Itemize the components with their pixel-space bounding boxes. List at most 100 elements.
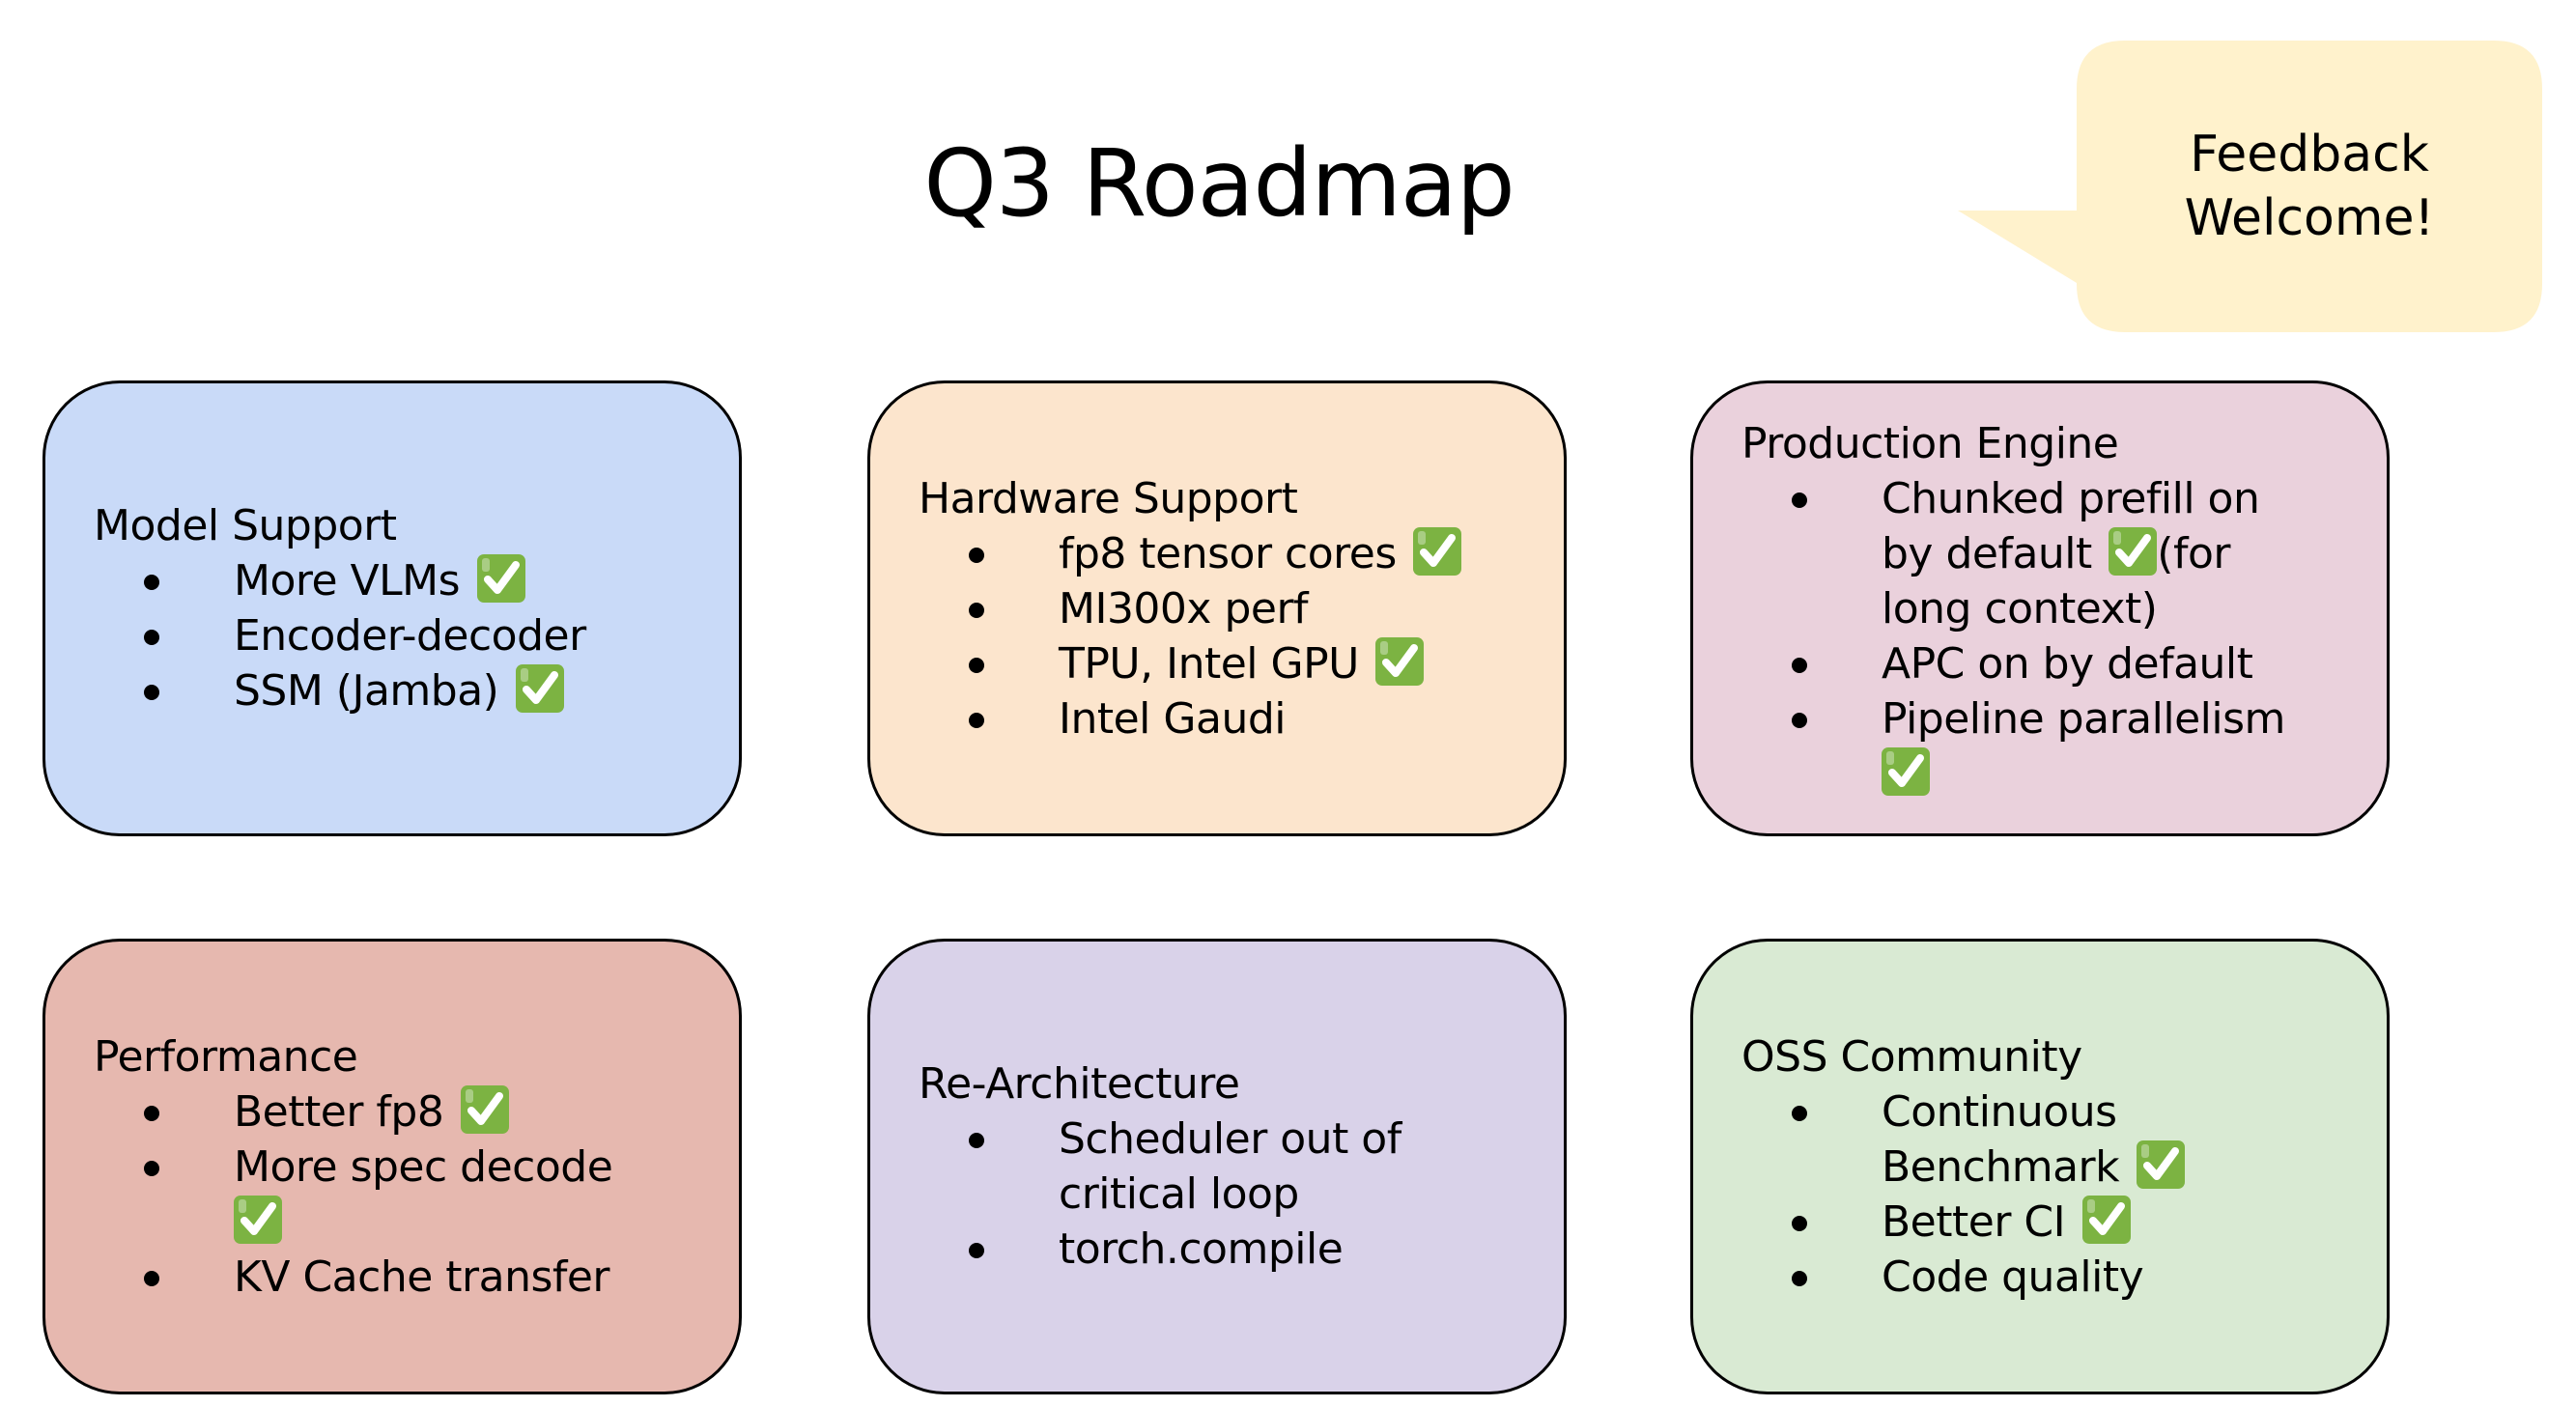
list-item: Encoder-decoder [94, 608, 720, 663]
list-item: KV Cache transfer [94, 1250, 720, 1305]
list-item-line: Continuous [1882, 1084, 2367, 1140]
list-item-text: Continuous [1882, 1086, 2117, 1137]
list-item-line: Chunked prefill on [1882, 471, 2367, 526]
check-mark-icon [515, 664, 564, 713]
card-title: Model Support [94, 501, 397, 550]
list-item-line: More VLMs [234, 553, 720, 608]
list-item-line: Encoder-decoder [234, 608, 720, 663]
check-mark-icon [2081, 1195, 2131, 1244]
list-item-text: Chunked prefill on [1882, 473, 2260, 523]
bullet-icon [1792, 712, 1807, 728]
list-item-text: Benchmark [1882, 1141, 2120, 1192]
list-item-text: Better fp8 [234, 1086, 444, 1137]
speech-bubble-shape [1958, 41, 2542, 332]
bullet-icon [1792, 1270, 1807, 1286]
bullet-icon [144, 685, 159, 700]
bullet-icon [969, 1133, 984, 1148]
bullet-icon [969, 657, 984, 673]
list-item-text: by default [1882, 528, 2092, 578]
list-item-text: SSM (Jamba) [234, 666, 499, 716]
check-mark-icon [1882, 746, 1930, 796]
list-item: torch.compile [919, 1222, 1544, 1277]
list-item-line: fp8 tensor cores [1059, 526, 1544, 581]
list-item-text: KV Cache transfer [234, 1252, 610, 1302]
bullet-icon [1792, 657, 1807, 673]
check-mark-icon [234, 1195, 282, 1244]
list-item: Better CI [1741, 1195, 2367, 1250]
list-item-line: MI300x perf [1059, 581, 1544, 636]
list-item-line: Code quality [1882, 1250, 2367, 1305]
list-item-text: MI300x perf [1059, 583, 1309, 633]
check-mark-icon [1375, 636, 1425, 686]
check-mark-icon [1413, 526, 1462, 576]
callout-line: Welcome! [2184, 189, 2435, 247]
list-item-line: KV Cache transfer [234, 1250, 720, 1305]
list-item-line: Intel Gaudi [1059, 691, 1544, 746]
list-item-line: TPU, Intel GPU [1059, 636, 1544, 691]
list-item: SSM (Jamba) [94, 663, 720, 718]
list-item: Code quality [1741, 1250, 2367, 1305]
list-item: fp8 tensor cores [919, 526, 1544, 581]
check-mark-icon [460, 1084, 509, 1134]
callout-line: Feedback [2190, 126, 2429, 183]
check-mark-icon [476, 554, 525, 603]
list-item-text: long context) [1882, 583, 2158, 633]
list-item-text: torch.compile [1059, 1224, 1344, 1274]
list-item-line: Benchmark [1882, 1140, 2367, 1195]
list-item-line: long context) [1882, 581, 2367, 636]
list-item-text: Intel Gaudi [1059, 693, 1287, 744]
list-item-text: More VLMs [234, 556, 461, 605]
list-item-line: Scheduler out of [1059, 1112, 1544, 1167]
card-item-list: Better fp8 More spec decode KV Cache tran… [94, 1084, 720, 1305]
card-title: OSS Community [1741, 1031, 2082, 1082]
list-item-text: critical loop [1059, 1169, 1299, 1219]
check-mark-icon [2136, 1140, 2185, 1189]
list-item-text-suffix: (for [2157, 528, 2230, 578]
list-item-text: fp8 tensor cores [1059, 528, 1397, 578]
card-title: Performance [94, 1031, 358, 1082]
page-title: Q3 Roadmap [923, 129, 1514, 238]
list-item-line: Better fp8 [234, 1084, 720, 1140]
list-item-text: Better CI [1882, 1196, 2066, 1247]
list-item-line: torch.compile [1059, 1222, 1544, 1277]
card-title: Hardware Support [919, 473, 1298, 523]
list-item-text: Pipeline parallelism [1882, 693, 2285, 744]
bullet-icon [144, 575, 159, 590]
list-item-line [1882, 746, 2367, 802]
bullet-icon [1792, 1105, 1807, 1121]
list-item-text: TPU, Intel GPU [1059, 638, 1359, 689]
list-item: Intel Gaudi [919, 691, 1544, 746]
list-item: Better fp8 [94, 1084, 720, 1140]
list-item-text: Code quality [1882, 1252, 2144, 1302]
bullet-icon [969, 1243, 984, 1258]
list-item-text: Encoder-decoder [234, 611, 586, 661]
bullet-icon [144, 630, 159, 645]
list-item-line [234, 1195, 720, 1250]
callout-text: Feedback Welcome! [2077, 41, 2542, 332]
bullet-icon [1792, 492, 1807, 508]
list-item-text: APC on by default [1882, 638, 2253, 689]
list-item-line: Pipeline parallelism [1882, 691, 2367, 746]
check-mark-icon [2109, 526, 2158, 576]
bullet-icon [1792, 1215, 1807, 1231]
bullet-icon [144, 1270, 159, 1286]
list-item-line: APC on by default [1882, 636, 2367, 691]
bullet-icon [144, 1160, 159, 1176]
list-item-text: More spec decode [234, 1141, 613, 1192]
card-title: Production Engine [1741, 418, 2119, 468]
